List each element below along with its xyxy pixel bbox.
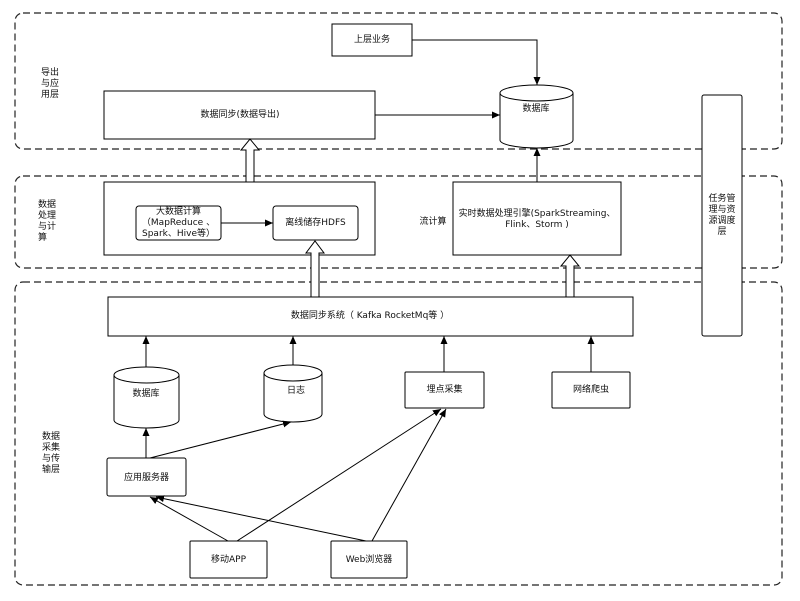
arrow-mobile-app-to-tracking-collect [236,408,442,542]
arrow-web-browser-to-tracking-collect [371,408,447,542]
upper-business-node: 上层业务 [331,23,413,57]
web-crawler-label: 网络爬虫 [573,383,609,395]
tracking-collect-node: 埋点采集 [404,371,485,409]
web-crawler-node: 网络爬虫 [551,371,631,409]
scheduler-label-line: 任务管 [708,192,735,204]
realtime-engine-label-line: Flink、Storm ) [505,220,569,230]
data-sync-export-label: 数据同步(数据导出) [200,108,279,120]
export-application-layer [14,12,783,150]
collection-transport-layer-label: 数据 采集 与传 输层 [42,430,60,475]
hollow-arrow-sync-to-hdfs [305,240,325,298]
task-scheduling-layer-box [701,94,743,337]
processing-compute-layer-label: 数据 处理 与计 算 [38,198,56,243]
collection-transport-layer [14,281,783,586]
app-server-label: 应用服务器 [124,471,169,483]
realtime-engine-label-line: 实时数据处理引擎(SparkStreaming、 [459,207,616,219]
bottom-database-label: 数据库 [132,387,159,399]
arrow-mobile-app-to-app-server [149,496,229,542]
top-database-label: 数据库 [522,102,549,114]
processing-compute-layer [14,175,783,269]
big-data-compute-label-line: Spark、Hive等） [142,227,215,239]
layer-label-line: 采集 [42,441,60,453]
scheduler-label-line: 源调度 [708,214,735,226]
log-lid [263,364,323,382]
data-sync-system-box [107,296,634,337]
app-server-node: 应用服务器 [106,457,187,497]
data-sync-system-node: 数据同步系统（ Kafka RocketMq等 ） [107,296,634,337]
tracking-collect-label: 埋点采集 [426,383,462,395]
arrow-app-server-to-log [149,420,292,459]
mobile-app-node: 移动APP [189,540,268,579]
log-label: 日志 [287,384,305,396]
web-browser-node: Web浏览器 [330,540,408,579]
scheduler-label-line: 层 [717,226,726,237]
top-database-body [499,93,574,149]
realtime-engine-node: 实时数据处理引擎(SparkStreaming、 Flink、Storm ) [452,181,622,256]
top-database-lid [499,84,574,102]
hollow-arrow-compute-to-export [239,138,261,183]
layer-label-line: 与应 [41,77,59,89]
scheduler-label-line: 理与资 [708,204,735,215]
bottom-database-cylinder: 数据库 [113,366,180,429]
log-cylinder: 日志 [263,364,323,423]
data-sync-system-label: 数据同步系统（ Kafka RocketMq等 ） [291,309,449,321]
realtime-engine-box [452,181,622,256]
offline-hdfs-node: 离线储存HDFS [272,205,359,241]
stream-compute-label: 流计算 [419,215,446,227]
log-body [263,373,323,423]
layer-label-line: 与传 [42,452,60,464]
mobile-app-box [189,540,268,579]
arrow-upper-business-to-database [412,39,541,85]
web-browser-box [330,540,408,579]
top-database-cylinder: 数据库 [499,84,574,149]
layer-label-line: 数据 [38,198,56,210]
data-sync-export-node: 数据同步(数据导出) [103,90,376,140]
layer-label-line: 输层 [42,463,60,475]
layer-label-line: 算 [38,231,47,243]
export-application-layer-label: 导出 与应 用层 [41,66,59,100]
layer-label-line: 处理 [38,209,56,221]
layer-label-line: 与计 [38,220,56,232]
hollow-arrow-sync-to-realtime [559,254,581,298]
upper-business-box [331,23,413,57]
layer-label-line: 数据 [42,430,60,442]
upper-business-label: 上层业务 [354,33,390,45]
mobile-app-label: 移动APP [211,553,247,565]
offline-hdfs-label: 离线储存HDFS [285,216,346,228]
layer-label-line: 用层 [41,89,59,100]
task-scheduling-layer: 任务管 理与资 源调度 层 [701,94,743,337]
bottom-database-lid [113,366,180,384]
big-data-compute-label-line: 大数据计算 [156,205,201,217]
big-data-compute-label-line: （MapReduce 、 [142,217,215,228]
big-data-compute-node: 大数据计算 （MapReduce 、 Spark、Hive等） [135,205,222,241]
web-browser-label: Web浏览器 [346,553,393,565]
layer-label-line: 导出 [41,66,59,78]
data-sync-export-box [103,90,376,140]
arrow-web-browser-to-app-server [155,495,367,542]
